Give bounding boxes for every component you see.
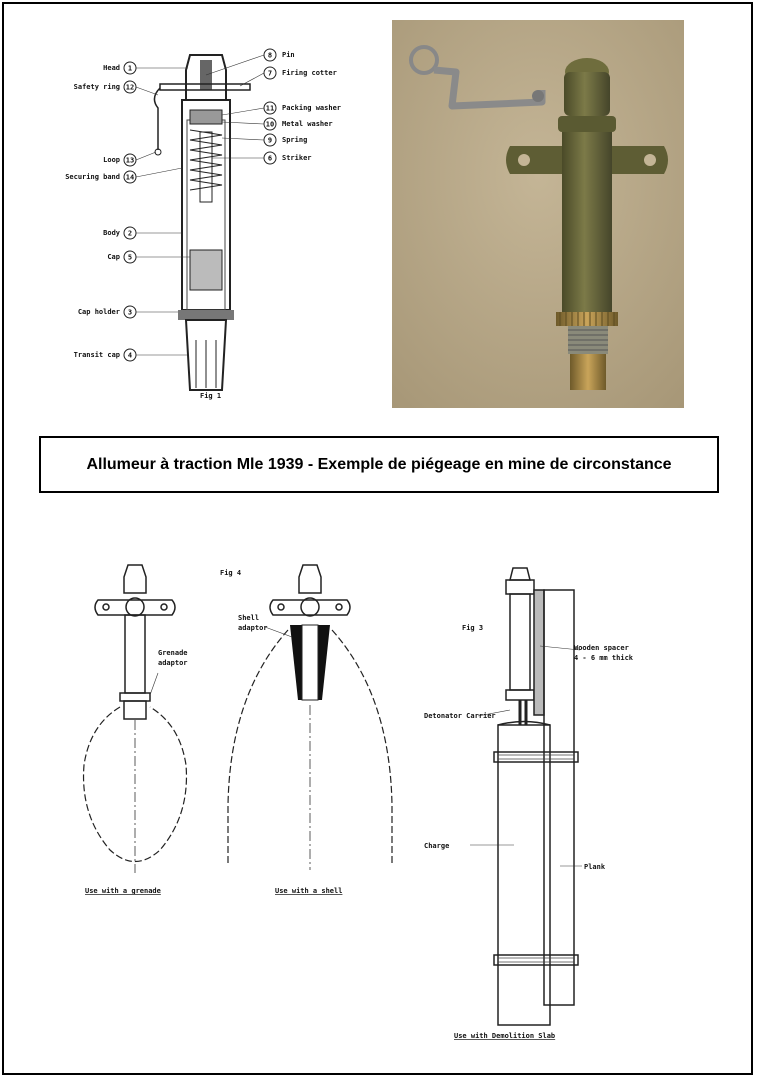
label-loop: Loop: [103, 156, 120, 164]
label-metal-washer: Metal washer: [282, 120, 333, 128]
num-firing-cotter: 7: [268, 70, 272, 78]
charge-label: Charge: [424, 842, 449, 850]
fig3-diagram: Fig 3 Wooden spacer 4 - 6 mm thick Deton…: [410, 550, 634, 1045]
fig4-caption: Fig 4: [220, 569, 241, 577]
wooden-spacer-label-2: 4 - 6 mm thick: [574, 654, 634, 662]
fig4-diagram: Grenade adaptor Fig 4 Shell adaptor Use …: [70, 555, 410, 900]
num-safety-ring: 12: [126, 84, 134, 92]
label-head: Head: [103, 64, 120, 72]
caption-use-slab: Use with Demolition Slab: [454, 1032, 555, 1040]
label-striker: Striker: [282, 154, 312, 162]
num-pin: 8: [268, 52, 272, 60]
fig1-drawing: Head Safety ring Loop Securing band Body…: [65, 48, 341, 400]
num-securing-band: 14: [126, 174, 134, 182]
page-title: Allumeur à traction Mle 1939 - Exemple d…: [86, 455, 672, 473]
label-cap-holder: Cap holder: [78, 308, 120, 316]
device-photo: [392, 20, 684, 408]
caption-use-shell: Use with a shell: [275, 887, 342, 895]
label-securing-band: Securing band: [65, 173, 120, 181]
label-transit-cap: Transit cap: [74, 351, 120, 359]
plank-label: Plank: [584, 863, 606, 871]
fig3-caption: Fig 3: [462, 624, 483, 632]
num-loop: 13: [126, 157, 134, 165]
num-spring: 9: [268, 137, 272, 145]
num-packing-washer: 11: [266, 105, 274, 113]
num-metal-washer: 10: [266, 121, 274, 129]
label-cap: Cap: [107, 253, 120, 261]
num-body: 2: [128, 230, 132, 238]
label-firing-cotter: Firing cotter: [282, 69, 337, 77]
grenade-adaptor-label-2: adaptor: [158, 659, 188, 667]
label-safety-ring: Safety ring: [74, 83, 120, 91]
title-box: Allumeur à traction Mle 1939 - Exemple d…: [39, 436, 719, 493]
caption-use-grenade: Use with a grenade: [85, 887, 161, 895]
label-body: Body: [103, 229, 121, 237]
num-cap-holder: 3: [128, 309, 132, 317]
label-spring: Spring: [282, 136, 307, 144]
fig1-cross-section: Head Safety ring Loop Securing band Body…: [50, 40, 350, 410]
fig1-caption: Fig 1: [200, 392, 221, 400]
wooden-spacer-label-1: Wooden spacer: [574, 644, 629, 652]
label-packing-washer: Packing washer: [282, 104, 341, 112]
label-pin: Pin: [282, 51, 295, 59]
num-transit-cap: 4: [128, 352, 132, 360]
grenade-adaptor-label-1: Grenade: [158, 649, 188, 657]
detonator-carrier-label: Detonator Carrier: [424, 712, 496, 720]
fig4-drawing: Grenade adaptor Fig 4 Shell adaptor Use …: [82, 564, 393, 895]
num-cap: 5: [128, 254, 132, 262]
num-head: 1: [128, 65, 132, 73]
fig3-drawing: Fig 3 Wooden spacer 4 - 6 mm thick Deton…: [424, 567, 634, 1040]
shell-adaptor-label-1: Shell: [238, 614, 259, 622]
num-striker: 6: [268, 155, 272, 163]
shell-adaptor-label-2: adaptor: [238, 624, 268, 632]
device-photo-drawing: [392, 20, 684, 408]
